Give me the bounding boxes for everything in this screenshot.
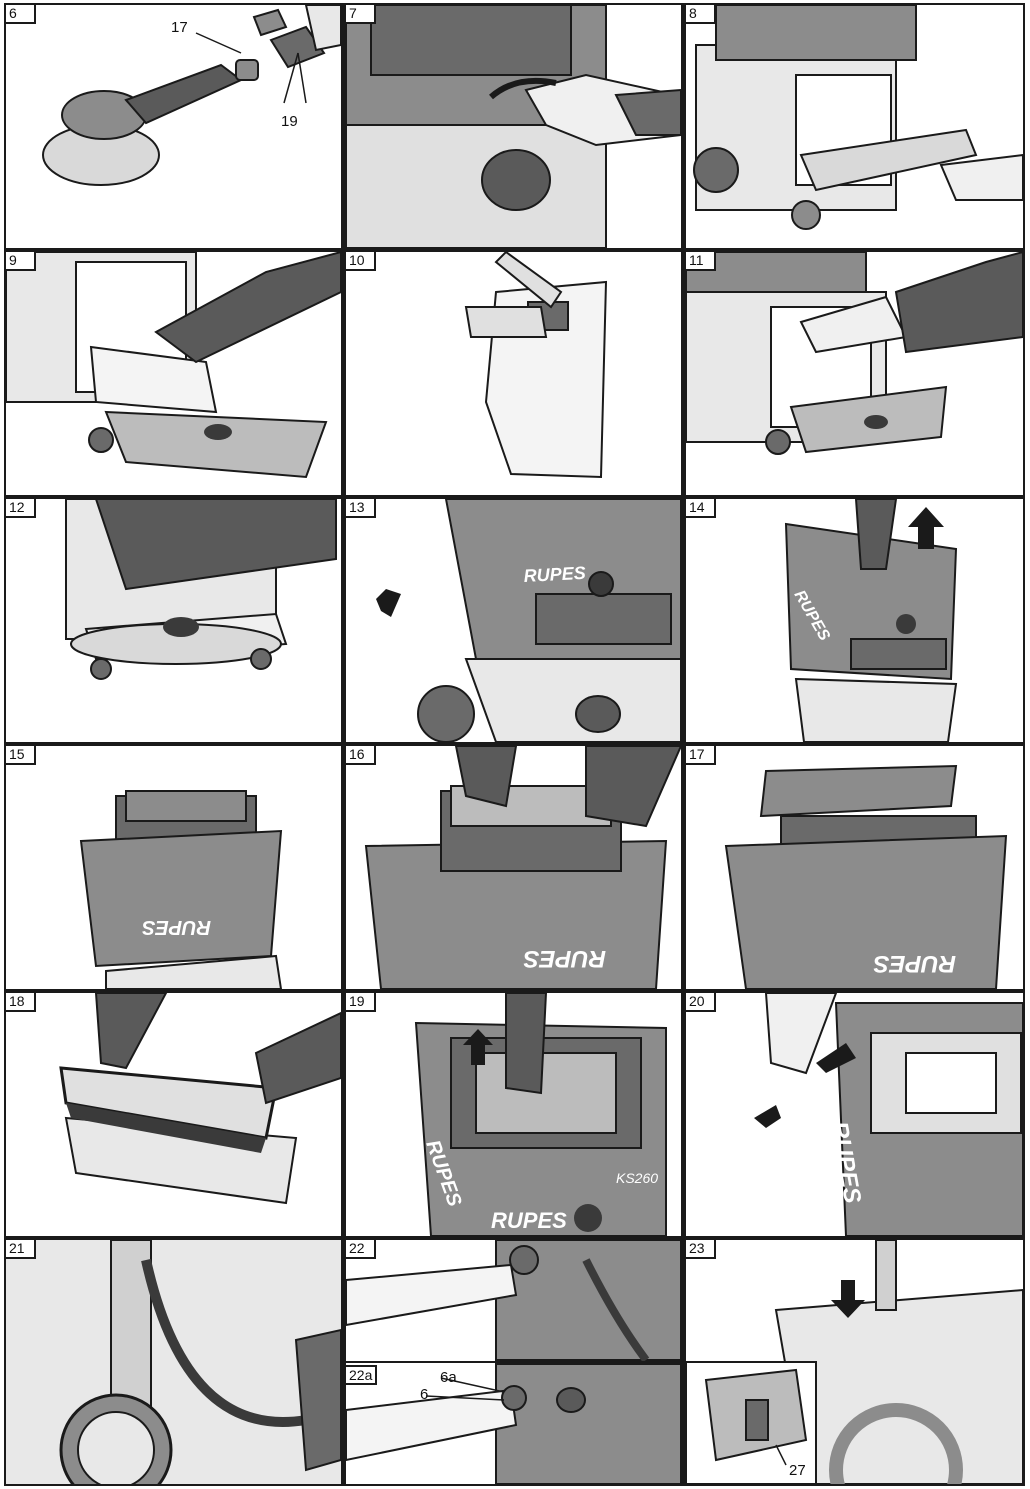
lid-inverted-illustration: RUPES (6, 746, 341, 989)
step-number: 15 (6, 746, 36, 765)
callout-27: 27 (789, 1462, 806, 1479)
panel-14: RUPES 14 (686, 499, 1023, 742)
vacuum-latch-illustration (346, 5, 681, 248)
latch-release-illustration: RUPES (686, 993, 1023, 1236)
step-number: 10 (346, 252, 376, 271)
step-number-sub: 22a (346, 1365, 377, 1385)
brand-logo: RUPES (141, 916, 211, 938)
callout-17: 17 (171, 19, 188, 36)
brand-logo: RUPES (491, 1208, 567, 1233)
bag-seal-illustration (346, 252, 681, 495)
step-number: 7 (346, 5, 376, 24)
panel-8: 8 (686, 5, 1023, 248)
instruction-sheet: 6 17 19 7 8 (4, 3, 1025, 1486)
panel-7: 7 (346, 5, 681, 248)
step-number: 21 (6, 1240, 36, 1259)
step-number: 20 (686, 993, 716, 1012)
step-number: 18 (6, 993, 36, 1012)
brand-logo: RUPES (523, 563, 586, 586)
callout-6a: 6a (440, 1369, 457, 1386)
panel-21: 21 (6, 1240, 341, 1484)
step-number: 11 (686, 252, 716, 271)
float-valve-illustration: RUPES KS260 RUPES (346, 993, 681, 1236)
panel-6: 6 17 19 (6, 5, 341, 248)
step-number: 23 (686, 1240, 716, 1259)
panel-23: 23 27 (686, 1240, 1023, 1484)
callout-6: 6 (420, 1386, 428, 1403)
panel-17: RUPES 17 (686, 746, 1023, 989)
panel-9: 9 (6, 252, 341, 495)
panel-20: RUPES 20 (686, 993, 1023, 1236)
panel-10: 10 (346, 252, 681, 495)
step-number: 12 (6, 499, 36, 518)
handle-mount-illustration (686, 1240, 1023, 1484)
panel-13: RUPES 13 (346, 499, 681, 742)
bag-insert-illustration (6, 252, 341, 495)
bag-removal-illustration (686, 5, 1023, 248)
step-number: 9 (6, 252, 36, 271)
filter-clean-illustration (6, 993, 341, 1236)
panel-15: RUPES 15 (6, 746, 341, 989)
step-number: 8 (686, 5, 716, 24)
step-number: 17 (686, 746, 716, 765)
filter-lift-illustration: RUPES (346, 746, 681, 989)
hose-connector-illustration (346, 1240, 681, 1484)
lid-lift-illustration: RUPES (686, 499, 1023, 742)
hose-storage-illustration (6, 1240, 341, 1484)
filter-cover-illustration: RUPES (686, 746, 1023, 989)
brand-logo: RUPES (873, 950, 956, 977)
step-number: 14 (686, 499, 716, 518)
step-number: 22 (346, 1240, 376, 1259)
panel-18: 18 (6, 993, 341, 1236)
vacuum-unlatch-illustration: RUPES (346, 499, 681, 742)
bag-fit-illustration (686, 252, 1023, 495)
step-number: 16 (346, 746, 376, 765)
panel-19: RUPES KS260 RUPES 19 (346, 993, 681, 1236)
brand-logo: RUPES (523, 945, 606, 972)
bag-close-illustration (6, 499, 341, 742)
step-number: 6 (6, 5, 36, 24)
step-number: 19 (346, 993, 376, 1012)
panel-16: RUPES 16 (346, 746, 681, 989)
panel-22: 22 22a 6a 6 (346, 1240, 681, 1484)
model-label: KS260 (616, 1170, 658, 1186)
panel-11: 11 (686, 252, 1023, 495)
panel-12: 12 (6, 499, 341, 742)
callout-19: 19 (281, 113, 298, 130)
step-number: 13 (346, 499, 376, 518)
